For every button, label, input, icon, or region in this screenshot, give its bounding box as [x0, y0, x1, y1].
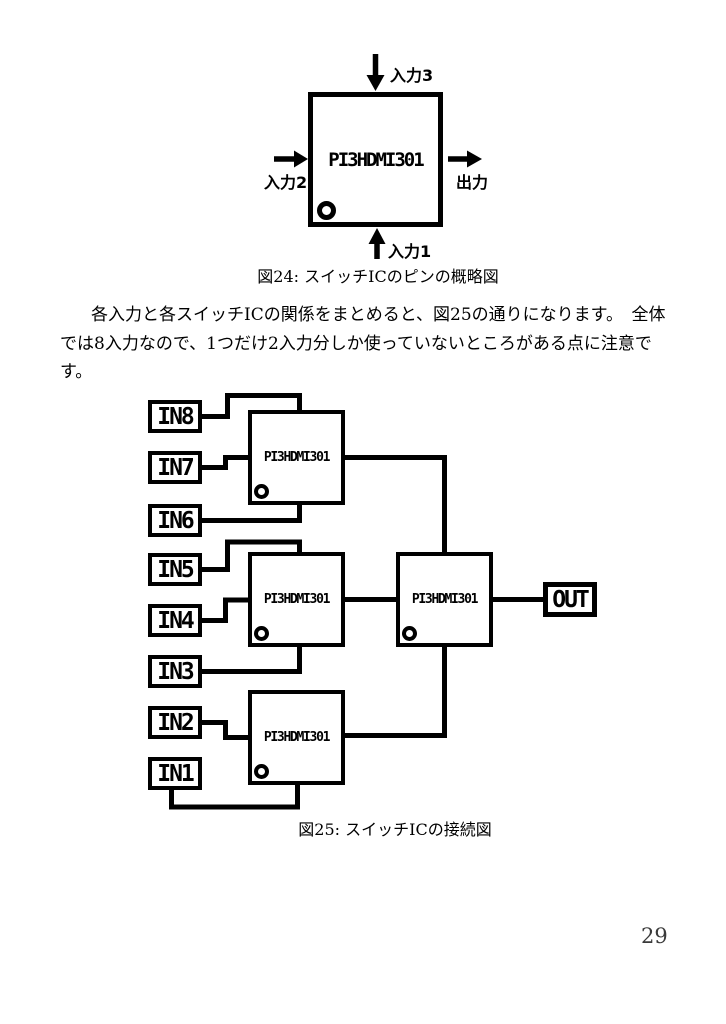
fig24-label-input1: 入力1: [388, 242, 432, 261]
fig25-chip-1: PI3HDMI301: [248, 410, 345, 505]
fig25-input-box-in1: IN1: [148, 757, 202, 790]
pin1-indicator-icon: [254, 626, 269, 641]
body-text-line: では8入力なので、1つだけ2入力分しか使っていないところがある点に注意で: [60, 333, 652, 354]
fig25-chip-3: PI3HDMI301: [248, 690, 345, 785]
fig24-chip-box: PI3HDMI301: [308, 92, 443, 227]
input2-arrow-right-icon: [274, 150, 308, 168]
fig25-input-box-in2: IN2: [148, 706, 202, 739]
wire-in3-to-chip2: [202, 644, 302, 674]
fig25-caption: 図25: スイッチICの接続図: [298, 820, 492, 839]
fig24-label-output: 出力: [456, 173, 489, 192]
chip-label: PI3HDMI301: [411, 592, 479, 607]
pin1-indicator-icon: [317, 201, 336, 220]
body-text-line: 各入力と各スイッチICの関係をまとめると、図25の通りになります。 全体: [91, 305, 666, 325]
fig25-input-box-in4: IN4: [148, 604, 202, 637]
fig25-chip-4: PI3HDMI301: [396, 552, 493, 647]
fig24-label-input3: 入力3: [390, 66, 434, 85]
wire-in7-to-chip1: [202, 455, 251, 470]
wire-in5-to-chip2: [202, 539, 302, 572]
wire-chip3-to-chip4: [342, 643, 447, 738]
input1-arrow-up-icon: [368, 228, 386, 259]
chip-label: PI3HDMI301: [263, 450, 331, 465]
wire-in2-to-chip3: [202, 720, 251, 740]
fig25-chip-2: PI3HDMI301: [248, 552, 345, 647]
output-arrow-right-icon: [448, 150, 482, 168]
wire-in1-to-chip3: [169, 782, 300, 810]
fig24-caption: 図24: スイッチICのピンの概略図: [257, 267, 499, 286]
fig25-input-box-in8: IN8: [148, 400, 202, 433]
fig24-label-input2: 入力2: [264, 173, 308, 192]
wire-in8-to-chip1: [202, 393, 302, 419]
input3-arrow-down-icon: [366, 54, 385, 91]
pin1-indicator-icon: [402, 626, 417, 641]
fig25-input-box-in6: IN6: [148, 504, 202, 537]
fig25-input-box-in7: IN7: [148, 451, 202, 484]
pin1-indicator-icon: [254, 484, 269, 499]
body-paragraph: 各入力と各スイッチICの関係をまとめると、図25の通りになります。 全体 では8…: [60, 301, 674, 387]
chip-label: PI3HDMI301: [263, 592, 331, 607]
fig25-output-box: OUT: [543, 582, 597, 617]
fig24-chip-label: PI3HDMI301: [328, 148, 424, 171]
wire-in4-to-chip2: [202, 597, 251, 623]
wire-chip1-to-chip4: [342, 455, 447, 556]
page-number: 29: [641, 924, 668, 948]
fig25-input-box-in5: IN5: [148, 553, 202, 586]
body-text-line: す。: [60, 362, 93, 382]
chip-label: PI3HDMI301: [263, 730, 331, 745]
wire-in6-to-chip1: [202, 502, 302, 523]
pin1-indicator-icon: [254, 764, 269, 779]
fig25-input-box-in3: IN3: [148, 655, 202, 688]
